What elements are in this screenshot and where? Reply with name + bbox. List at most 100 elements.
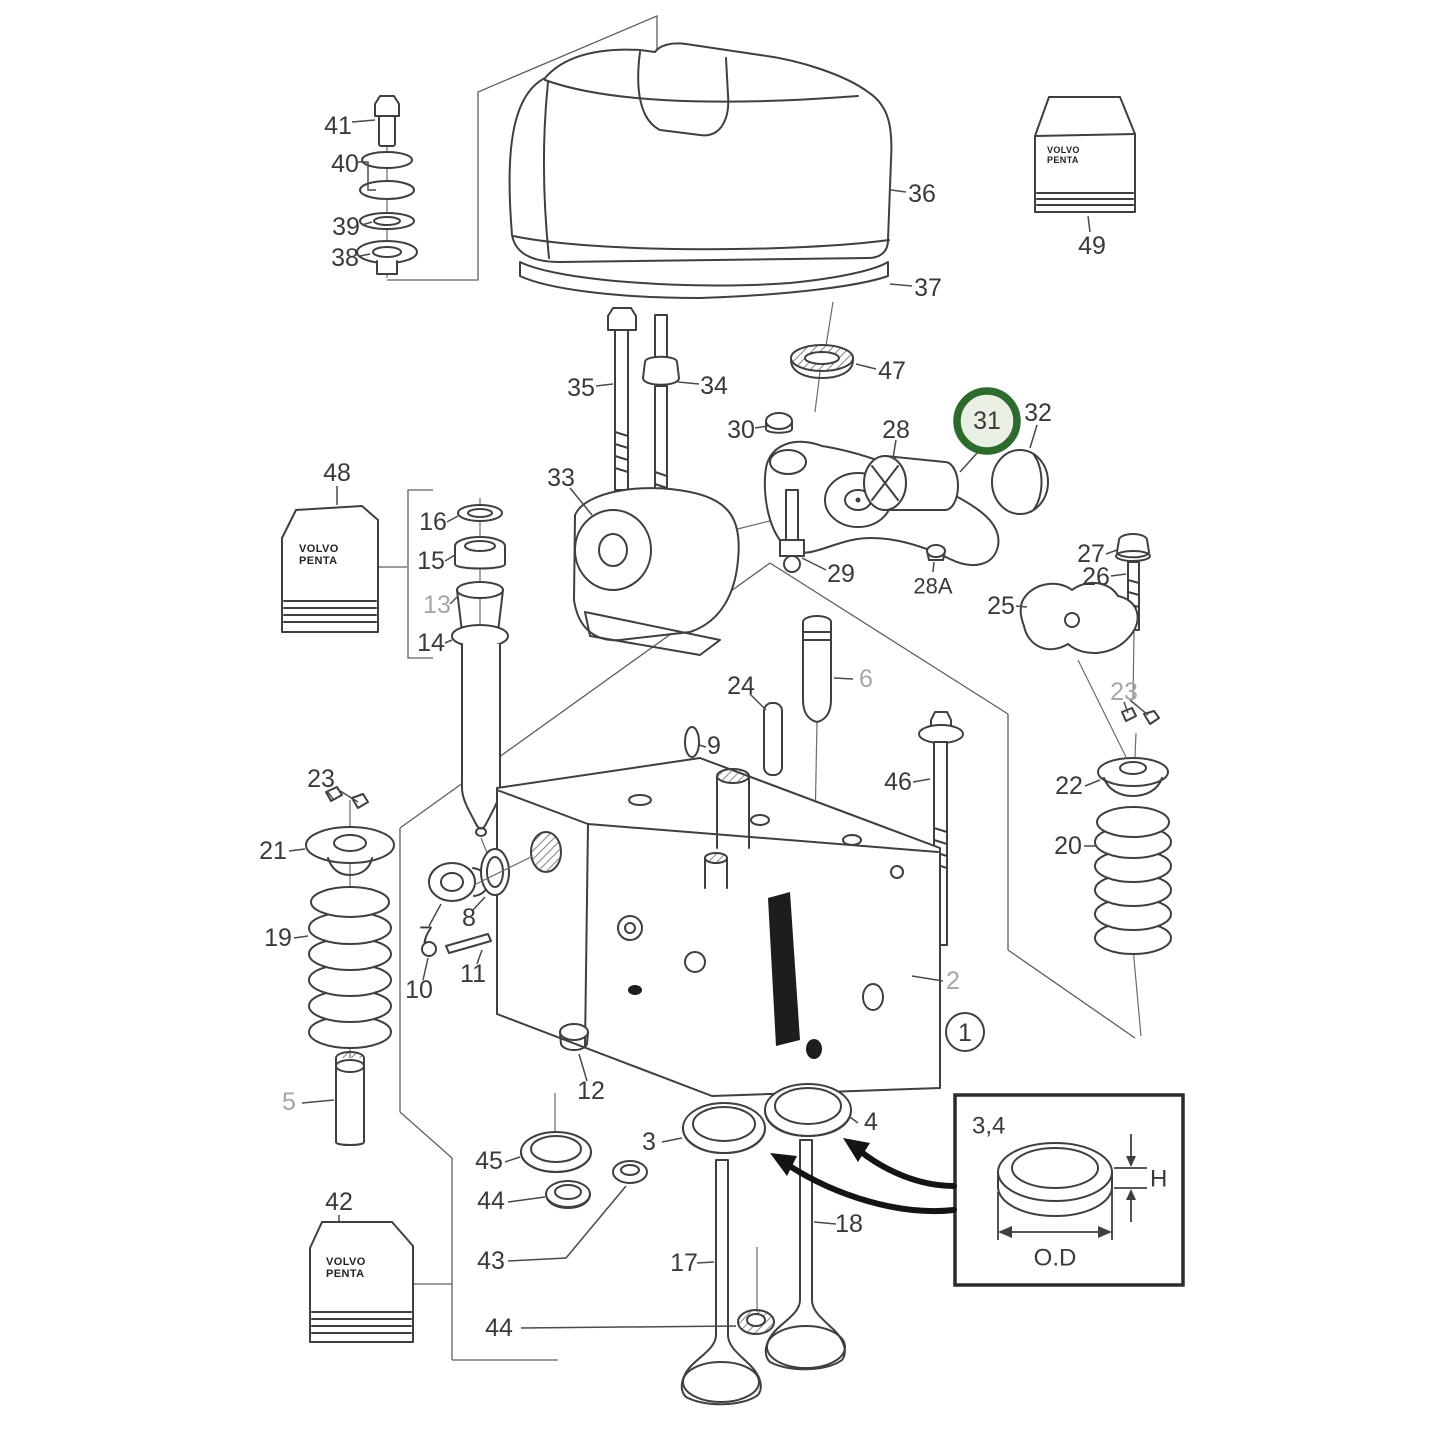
part-label-32: 32 xyxy=(1024,399,1052,427)
part-label-47: 47 xyxy=(878,357,906,385)
part-valve-guide-5 xyxy=(335,1051,365,1146)
part-valve-spring-19 xyxy=(308,886,392,1049)
part-label-14: 14 xyxy=(417,629,445,657)
part-pin-9 xyxy=(684,726,700,758)
part-label-13: 13 xyxy=(423,591,451,619)
part-label-9: 9 xyxy=(707,732,721,760)
part-stud-34 xyxy=(642,314,680,521)
part-label-40: 40 xyxy=(331,150,359,178)
part-bracket-25 xyxy=(1019,581,1139,655)
brand-volvo-42: VOLVO xyxy=(326,1256,366,1268)
part-cylinder-head-2 xyxy=(496,757,941,1097)
part-seal-ring-8 xyxy=(480,848,510,896)
part-valve-cover-36 xyxy=(508,42,893,263)
part-label-11: 11 xyxy=(460,960,486,988)
part-label-38: 38 xyxy=(331,244,359,272)
part-adjusting-screw-29 xyxy=(779,489,805,573)
brand-penta-48: PENTA xyxy=(299,555,337,567)
part-label-19: 19 xyxy=(264,924,292,952)
part-label-4: 4 xyxy=(864,1108,878,1136)
part-label-46: 46 xyxy=(884,768,912,796)
part-label-21: 21 xyxy=(259,837,287,865)
part-label-45: 45 xyxy=(475,1147,503,1175)
part-label-3: 3 xyxy=(642,1128,656,1156)
part-label-23a: 23 xyxy=(307,765,335,793)
part-washer-38 xyxy=(356,240,418,275)
part-nut-27 xyxy=(1115,533,1151,562)
part-label-6: 6 xyxy=(859,665,873,693)
part-label-29: 29 xyxy=(827,560,855,588)
part-ring-45 xyxy=(520,1131,592,1173)
part-bolt-35 xyxy=(607,307,637,491)
part-label-23b: 23 xyxy=(1110,678,1138,706)
part-label-42: 42 xyxy=(325,1188,353,1216)
part-label-8: 8 xyxy=(462,904,476,932)
part-label-28: 28 xyxy=(882,416,910,444)
part-label-16: 16 xyxy=(419,508,447,536)
brand-penta-42: PENTA xyxy=(326,1268,364,1280)
part-spring-retainer-22 xyxy=(1097,757,1169,797)
parts-box-48: VOLVO PENTA xyxy=(281,505,379,633)
part-label-24: 24 xyxy=(727,672,755,700)
part-label-39: 39 xyxy=(332,213,360,241)
part-label-41: 41 xyxy=(324,112,352,140)
part-label-5: 5 xyxy=(282,1088,296,1116)
part-ball-10 xyxy=(421,941,437,957)
part-bolt-41 xyxy=(374,95,400,147)
part-label-22: 22 xyxy=(1055,772,1083,800)
part-label-17: 17 xyxy=(670,1249,698,1277)
part-label-28a: 28A xyxy=(913,574,952,599)
part-label-43: 43 xyxy=(477,1247,505,1275)
brand-volvo-49: VOLVO xyxy=(1047,145,1080,155)
inset-height-dimension: H xyxy=(1114,1134,1167,1222)
part-label-15: 15 xyxy=(417,547,445,575)
inset-pointer-arrows xyxy=(770,1138,957,1215)
part-nut-12 xyxy=(559,1023,589,1051)
part-labels: 41 40 39 38 36 37 49 47 35 34 30 28 32 2… xyxy=(259,112,1138,1342)
inset-caption: 3,4 xyxy=(972,1113,1005,1140)
part-label-31[interactable]: 31 xyxy=(973,407,1001,435)
part-washers-40 xyxy=(359,151,415,200)
part-valve-guide-6 xyxy=(802,615,832,723)
part-injector-sleeve-14 xyxy=(451,624,509,837)
part-oring-16 xyxy=(457,504,503,522)
part-label-12: 12 xyxy=(577,1077,605,1105)
part-label-30: 30 xyxy=(727,416,755,444)
part-ring-44b xyxy=(737,1309,775,1335)
brand-penta-49: PENTA xyxy=(1047,155,1079,165)
part-label-44a: 44 xyxy=(477,1187,505,1215)
inset-detail-box: 3,4 H O.D xyxy=(953,1093,1185,1287)
part-label-49: 49 xyxy=(1078,232,1106,260)
part-label-10: 10 xyxy=(405,976,433,1004)
inset-ring-drawing xyxy=(997,1142,1113,1217)
part-spring-retainer-21 xyxy=(305,826,395,876)
part-label-36: 36 xyxy=(908,180,936,208)
part-pin-24 xyxy=(763,702,783,776)
part-label-2: 2 xyxy=(946,967,960,995)
part-label-18: 18 xyxy=(835,1210,863,1238)
part-pin-11 xyxy=(445,933,492,954)
part-gasket-37 xyxy=(519,261,889,299)
highlight-circle-31[interactable]: 31 xyxy=(953,387,1021,473)
part-label-44b: 44 xyxy=(485,1314,513,1342)
part-seat-ring-3 xyxy=(682,1102,766,1154)
part-label-33: 33 xyxy=(547,464,575,492)
part-label-35: 35 xyxy=(567,374,595,402)
leader-lines xyxy=(288,119,1149,1329)
part-valve-18 xyxy=(764,1139,846,1371)
brand-volvo-48: VOLVO xyxy=(299,543,339,555)
part-tappet-31 xyxy=(863,455,959,511)
part-ring-44a xyxy=(545,1180,591,1209)
part-label-48: 48 xyxy=(323,459,351,487)
part-label-27: 27 xyxy=(1077,540,1105,568)
parts-box-49: VOLVO PENTA xyxy=(1034,96,1136,213)
part-label-25: 25 xyxy=(987,592,1015,620)
part-ring-43 xyxy=(612,1160,648,1184)
inset-od-dimension: O.D xyxy=(997,1180,1113,1272)
part-label-37: 37 xyxy=(914,274,942,302)
part-seat-ring-4 xyxy=(764,1083,852,1137)
part-label-1: 1 xyxy=(958,1019,972,1047)
part-washer-39 xyxy=(359,212,415,230)
part-rocker-support-33 xyxy=(573,487,740,656)
